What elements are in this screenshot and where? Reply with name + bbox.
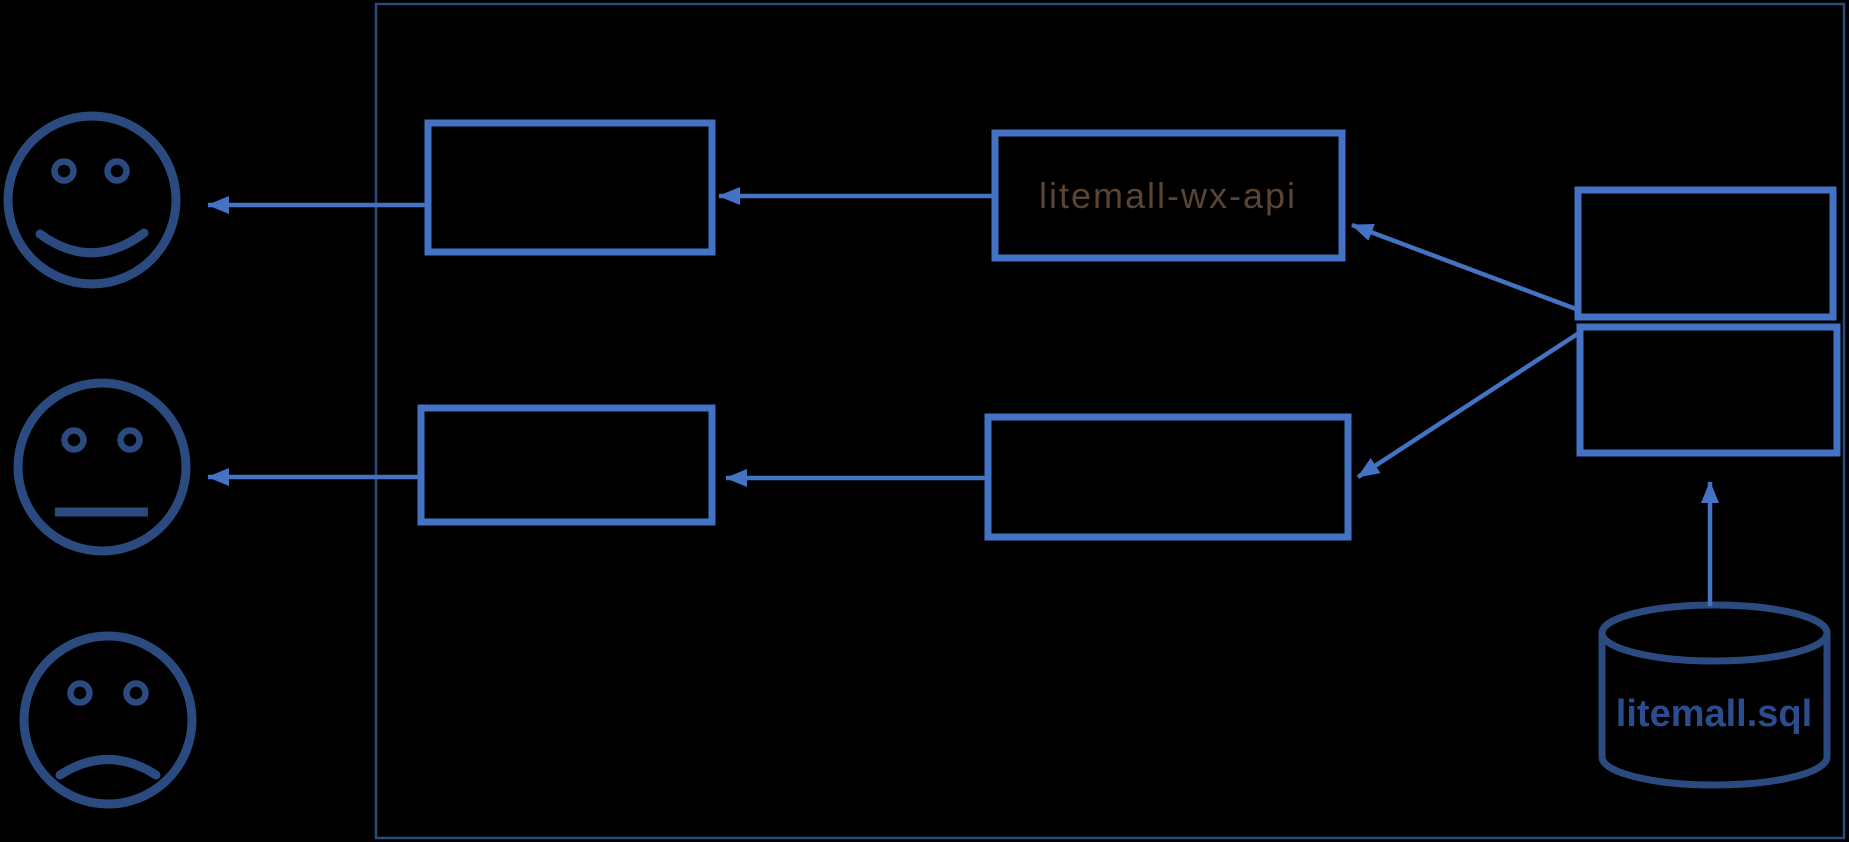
sad-left-eye [67, 680, 93, 706]
sad-face-outline [19, 631, 197, 809]
node-box-row1-left [424, 119, 716, 256]
node-box-right-bottom [1576, 323, 1841, 457]
sad-frown [55, 755, 161, 780]
happy-right-eye [104, 158, 130, 184]
happy-user-icon [3, 111, 181, 289]
happy-smile [35, 228, 149, 258]
database-cylinder-body [1598, 633, 1831, 789]
sad-user-icon [19, 631, 197, 809]
database-cylinder-top [1598, 601, 1831, 665]
database-cylinder-icon: litemall.sql [1598, 601, 1831, 789]
edges-group [207, 187, 1719, 606]
litemall-wx-api-label: litemall-wx-api [1039, 175, 1297, 216]
happy-left-eye [51, 158, 77, 184]
neutral-user-icon [13, 378, 191, 556]
happy-face-outline [3, 111, 181, 289]
neutral-left-eye [61, 427, 87, 453]
node-box-row2-middle [984, 413, 1352, 541]
node-litemall-wx-api: litemall-wx-api [991, 129, 1346, 262]
database-label: litemall.sql [1616, 693, 1812, 735]
node-litemall-wx-api-box [991, 129, 1346, 262]
sad-right-eye [123, 680, 149, 706]
node-box-row2-left [417, 404, 716, 526]
system-boundary-container [374, 2, 1846, 840]
neutral-right-eye [117, 427, 143, 453]
arrow-rightbottom-to-row2middle [1356, 329, 1584, 479]
arrow-righttop-to-wxapi [1351, 222, 1577, 312]
neutral-face-outline [13, 378, 191, 556]
node-box-right-top [1574, 186, 1837, 321]
